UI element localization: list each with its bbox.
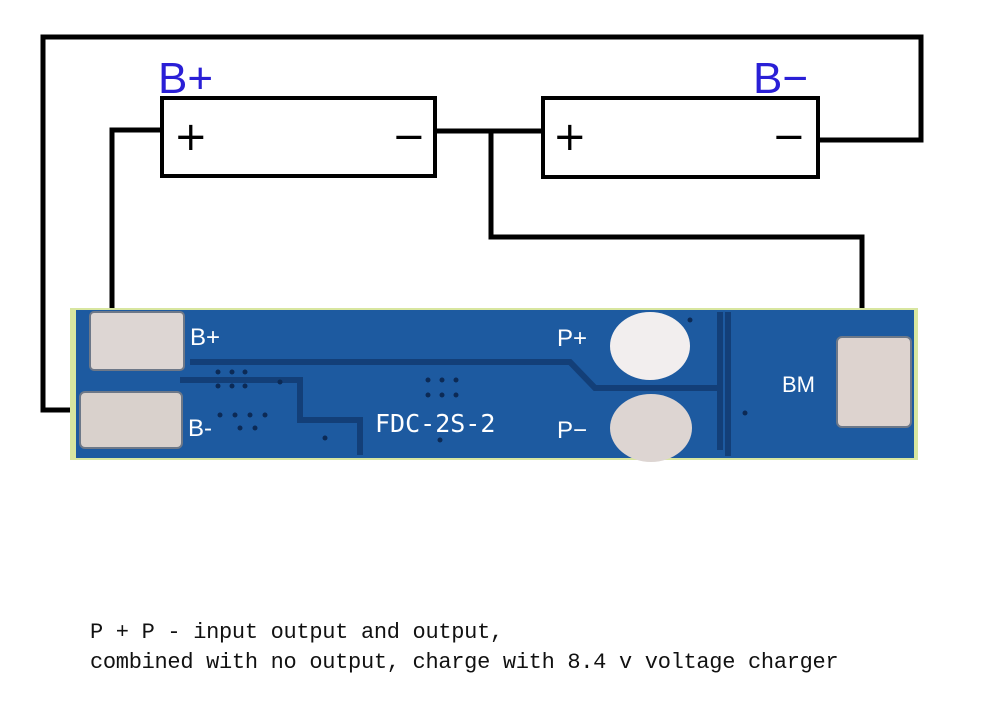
battery-1: + − xyxy=(160,96,437,178)
label-b-minus: B− xyxy=(753,54,808,103)
pcb-label-b-minus: B- xyxy=(188,415,212,442)
wire-outer-loop xyxy=(40,34,924,413)
pcb-label-bm: BM xyxy=(782,372,815,397)
wires xyxy=(40,34,924,413)
pcb-model: FDC-2S-2 xyxy=(375,409,495,438)
caption-line-1: P + P - input output and output, xyxy=(90,620,503,645)
battery-1-minus: − xyxy=(392,114,426,160)
pad-p-minus xyxy=(610,394,692,462)
vias xyxy=(215,317,748,443)
pcb-label-p-plus: P+ xyxy=(557,325,587,352)
caption-line-2: combined with no output, charge with 8.4… xyxy=(90,650,839,675)
pad-p-plus xyxy=(610,312,690,380)
pcb-label-p-minus: P− xyxy=(557,417,587,444)
pcb-label-b-plus: B+ xyxy=(190,324,220,351)
pcb-board: B+ B- P+ P− BM FDC-2S-2 xyxy=(70,308,918,462)
battery-2-minus: − xyxy=(772,114,806,160)
battery-1-plus: + xyxy=(174,114,208,160)
label-b-plus: B+ xyxy=(158,54,213,103)
pad-b-minus xyxy=(79,391,183,449)
wire-b-plus xyxy=(109,127,162,330)
pad-b-plus xyxy=(89,311,185,371)
wire-bm xyxy=(488,131,865,345)
battery-2: + − xyxy=(541,96,820,179)
pad-bm xyxy=(836,336,912,428)
battery-2-plus: + xyxy=(553,114,587,160)
